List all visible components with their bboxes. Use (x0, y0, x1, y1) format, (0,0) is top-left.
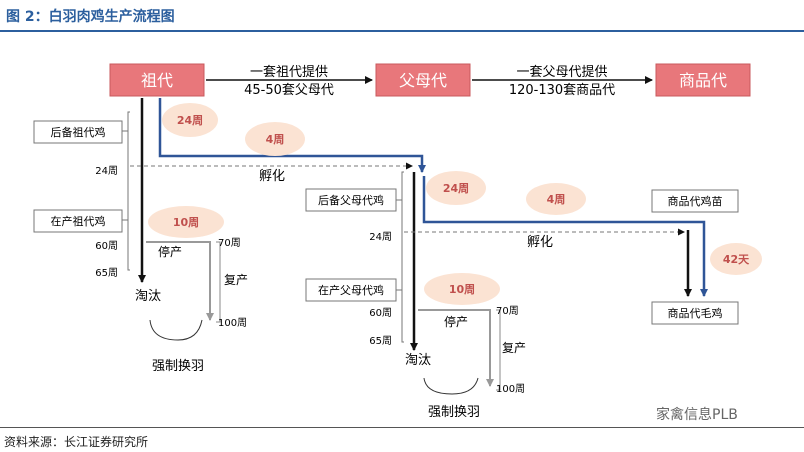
parent-bracket (401, 171, 404, 343)
commercial-chick-label: 商品代鸡苗 (668, 194, 723, 208)
parent-resume: 复产 (502, 341, 526, 355)
parent-reserve-box: 后备父母代鸡 (305, 188, 397, 212)
gp-ellipse-4w: 4周 (245, 122, 305, 156)
gp-ellipse-10w-text: 10周 (173, 216, 199, 229)
parent-ellipse-4w-text: 4周 (547, 193, 566, 206)
gp-bracket (127, 111, 130, 271)
transition-parent-line2: 120-130套商品代 (509, 82, 615, 98)
commercial-broiler-label: 商品代毛鸡 (668, 306, 723, 320)
transition-gp-line2: 45-50套父母代 (244, 82, 334, 98)
gp-week-60: 60周 (95, 240, 118, 252)
parent-week-100: 100周 (496, 383, 525, 395)
parent-week-24: 24周 (369, 231, 392, 243)
bottom-rule (0, 427, 804, 428)
stage-label-commercial: 商品代 (679, 71, 727, 90)
gp-molt-brace (149, 319, 203, 341)
gp-ellipse-24w: 24周 (162, 103, 218, 137)
parent-ellipse-24w: 24周 (426, 171, 486, 205)
parent-week-60: 60周 (369, 307, 392, 319)
commercial-chick-box: 商品代鸡苗 (651, 189, 739, 213)
parent-laying-label: 在产父母代鸡 (318, 283, 384, 297)
figure-title: 图 2：白羽肉鸡生产流程图 (6, 9, 175, 25)
commercial-ellipse-42d: 42天 (710, 243, 762, 275)
stage-box-parent: 父母代 (375, 63, 471, 97)
parent-ellipse-24w-text: 24周 (443, 182, 469, 195)
commercial-ellipse-42d-text: 42天 (723, 253, 750, 266)
gp-reserve-box: 后备祖代鸡 (33, 120, 123, 144)
stage-label-grandparent: 祖代 (141, 71, 173, 90)
transition-gp-line1: 一套祖代提供 (250, 64, 328, 80)
transition-parent-line1: 一套父母代提供 (516, 64, 607, 80)
parent-ellipse-4w: 4周 (526, 183, 586, 215)
figure-source: 资料来源：长江证券研究所 (4, 435, 149, 449)
parent-reserve-label: 后备父母代鸡 (318, 193, 384, 207)
gp-molt-bracket (216, 241, 221, 323)
parent-cull: 淘汰 (405, 353, 431, 368)
gp-week-65: 65周 (95, 267, 118, 279)
parent-pause: 停产 (444, 314, 468, 329)
gp-ellipse-24w-text: 24周 (177, 114, 203, 127)
stage-box-grandparent: 祖代 (109, 63, 205, 97)
watermark: 家禽信息PLB (656, 407, 738, 423)
gp-cull: 淘汰 (135, 289, 161, 304)
parent-hatch: 孵化 (527, 235, 553, 250)
commercial-broiler-box: 商品代毛鸡 (651, 301, 739, 325)
gp-laying-box: 在产祖代鸡 (33, 209, 123, 233)
gp-week-100: 100周 (218, 317, 247, 329)
gp-ellipse-10w: 10周 (148, 206, 224, 238)
parent-laying-box: 在产父母代鸡 (305, 278, 397, 302)
gp-laying-label: 在产祖代鸡 (51, 214, 106, 228)
title-rule (0, 30, 804, 32)
gp-week-70: 70周 (218, 237, 241, 249)
parent-ellipse-10w-text: 10周 (449, 283, 475, 296)
gp-reserve-label: 后备祖代鸡 (51, 125, 106, 139)
parent-ellipse-10w: 10周 (424, 273, 500, 305)
stage-box-commercial: 商品代 (655, 63, 751, 97)
parent-molt-path (418, 309, 494, 387)
gp-resume: 复产 (224, 273, 248, 287)
gp-week-24: 24周 (95, 165, 118, 177)
gp-forced-molt: 强制换羽 (152, 359, 204, 374)
gp-to-parent-path (158, 98, 426, 173)
parent-molt-brace (423, 377, 479, 395)
stage-label-parent: 父母代 (399, 71, 447, 90)
gp-pause: 停产 (158, 244, 182, 259)
gp-hatch: 孵化 (259, 169, 285, 184)
parent-forced-molt: 强制换羽 (428, 405, 480, 420)
parent-molt-bracket (496, 309, 501, 391)
parent-to-commercial-path (422, 176, 708, 297)
gp-ellipse-4w-text: 4周 (266, 133, 285, 146)
parent-week-70: 70周 (496, 305, 519, 317)
gp-molt-path (146, 241, 214, 321)
parent-week-65: 65周 (369, 335, 392, 347)
